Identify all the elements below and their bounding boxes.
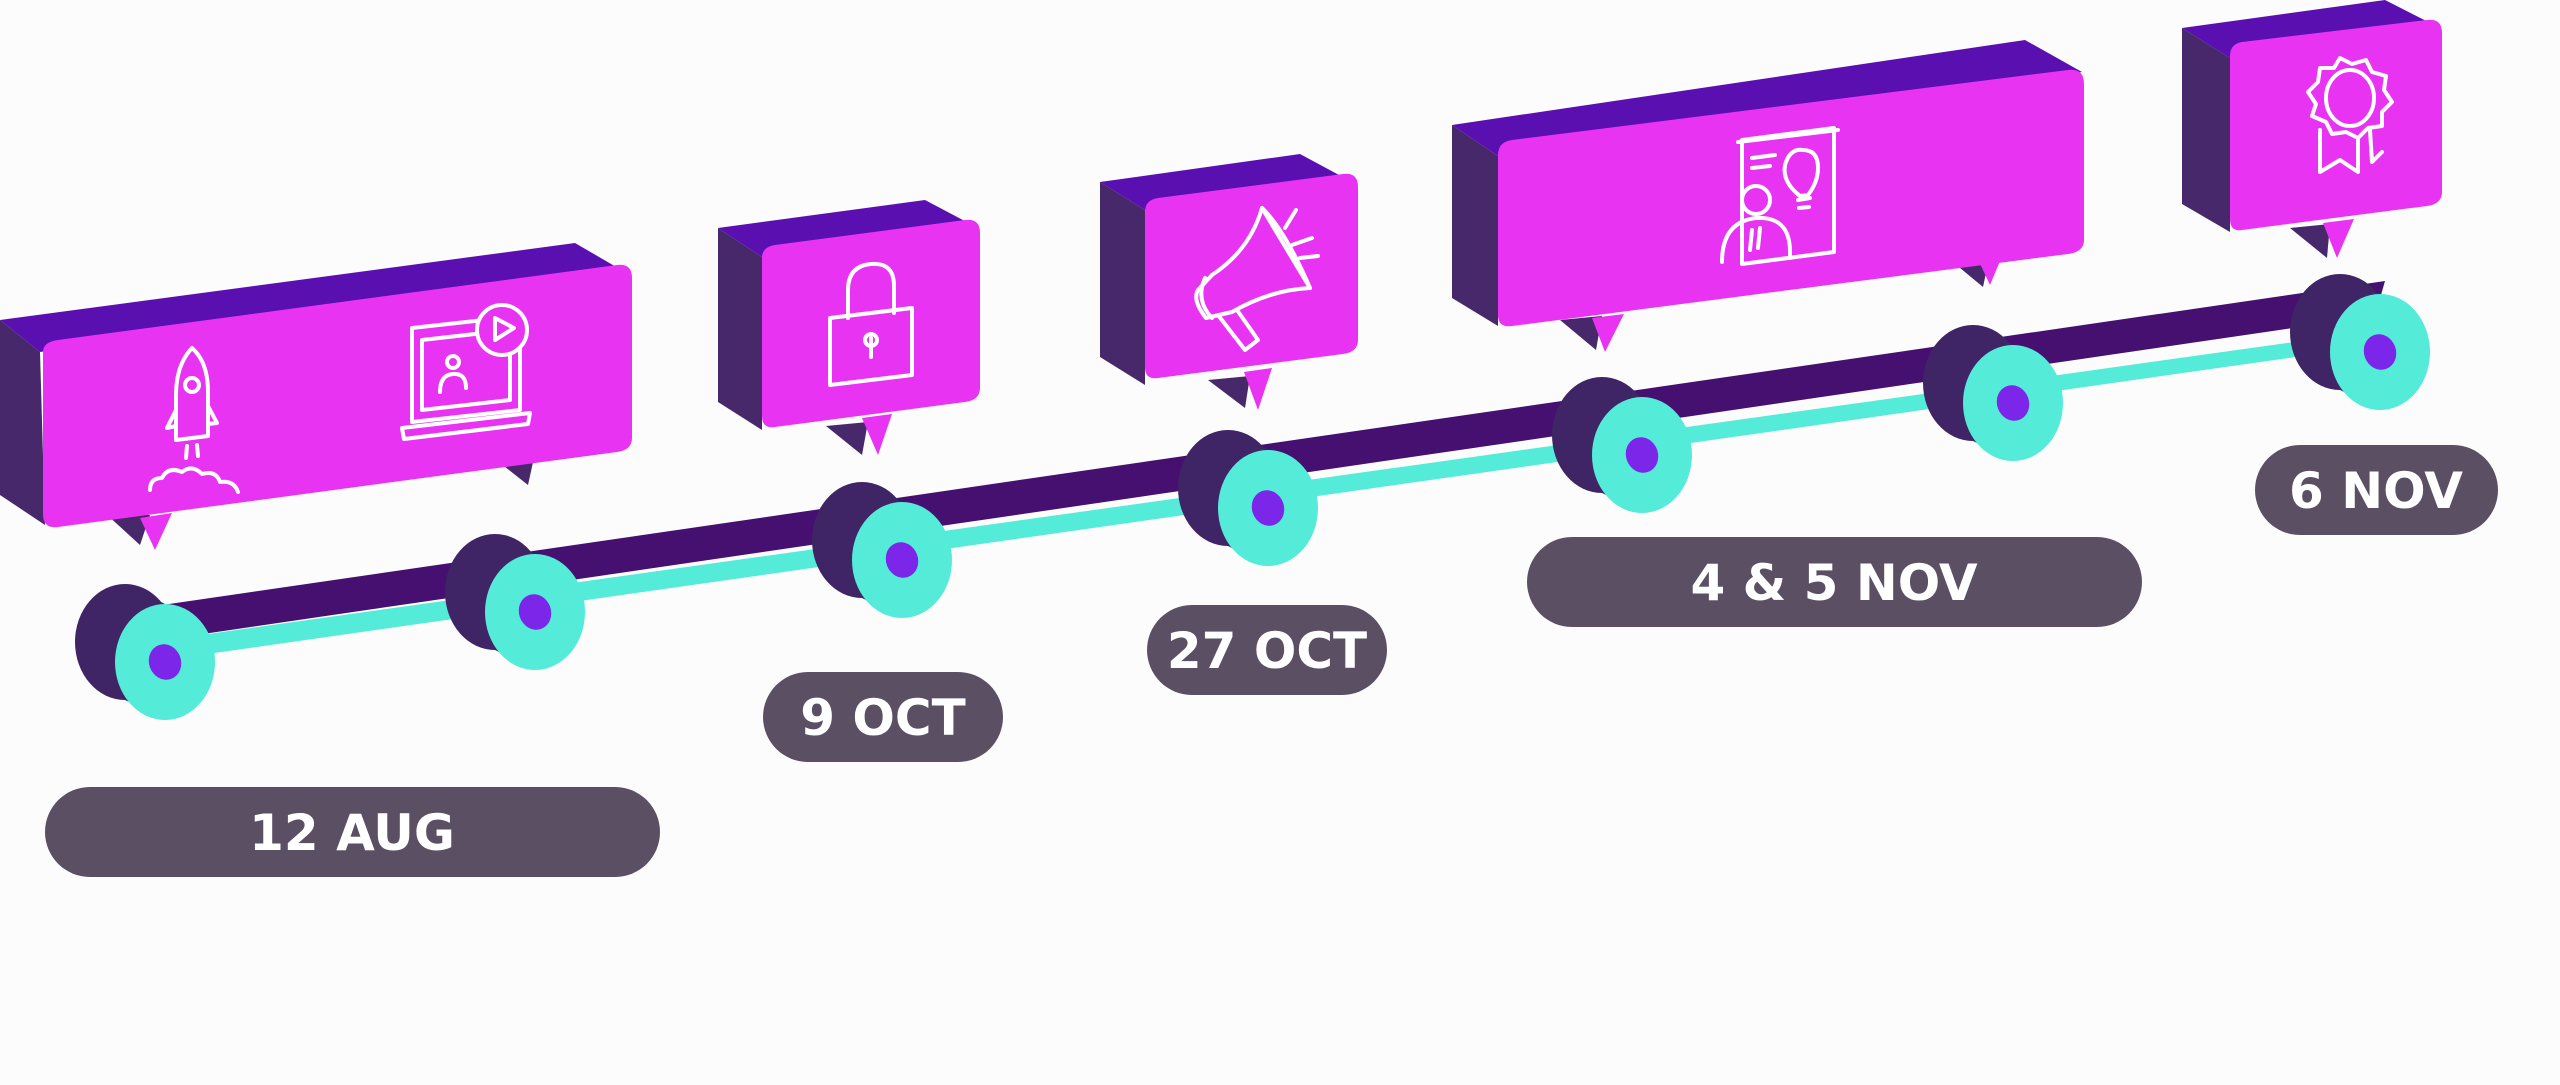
card-9-oct bbox=[718, 200, 980, 455]
timeline-node bbox=[2290, 274, 2430, 410]
card-6-nov bbox=[2182, 0, 2442, 258]
card-27-oct bbox=[1100, 154, 1358, 410]
date-label: 9 OCT bbox=[800, 689, 966, 747]
date-pill-4-5-nov: 4 & 5 NOV bbox=[1527, 537, 2142, 627]
timeline-node bbox=[812, 482, 952, 618]
timeline-node bbox=[1552, 377, 1692, 513]
date-pill-12-aug: 12 AUG bbox=[45, 787, 660, 877]
date-label: 4 & 5 NOV bbox=[1690, 554, 1977, 612]
padlock-icon bbox=[828, 261, 914, 387]
date-pill-27-oct: 27 OCT bbox=[1147, 605, 1387, 695]
timeline-node bbox=[1923, 325, 2063, 461]
presentation-idea-icon bbox=[1720, 126, 1840, 266]
date-label: 6 NOV bbox=[2289, 462, 2463, 520]
card-4-5-nov bbox=[1452, 40, 2084, 352]
timeline-node bbox=[1178, 430, 1318, 566]
timeline-node bbox=[445, 534, 585, 670]
date-label: 27 OCT bbox=[1167, 622, 1367, 680]
timeline-nodes bbox=[75, 274, 2430, 720]
laptop-video-icon bbox=[400, 303, 532, 441]
rocket-icon bbox=[148, 346, 240, 494]
timeline-node bbox=[75, 584, 215, 720]
date-pill-6-nov: 6 NOV bbox=[2255, 445, 2498, 535]
date-label: 12 AUG bbox=[249, 804, 455, 862]
date-pill-9-oct: 9 OCT bbox=[763, 672, 1003, 762]
card-12-aug bbox=[0, 243, 632, 550]
award-badge-icon bbox=[2306, 56, 2394, 174]
megaphone-icon bbox=[1194, 206, 1320, 352]
